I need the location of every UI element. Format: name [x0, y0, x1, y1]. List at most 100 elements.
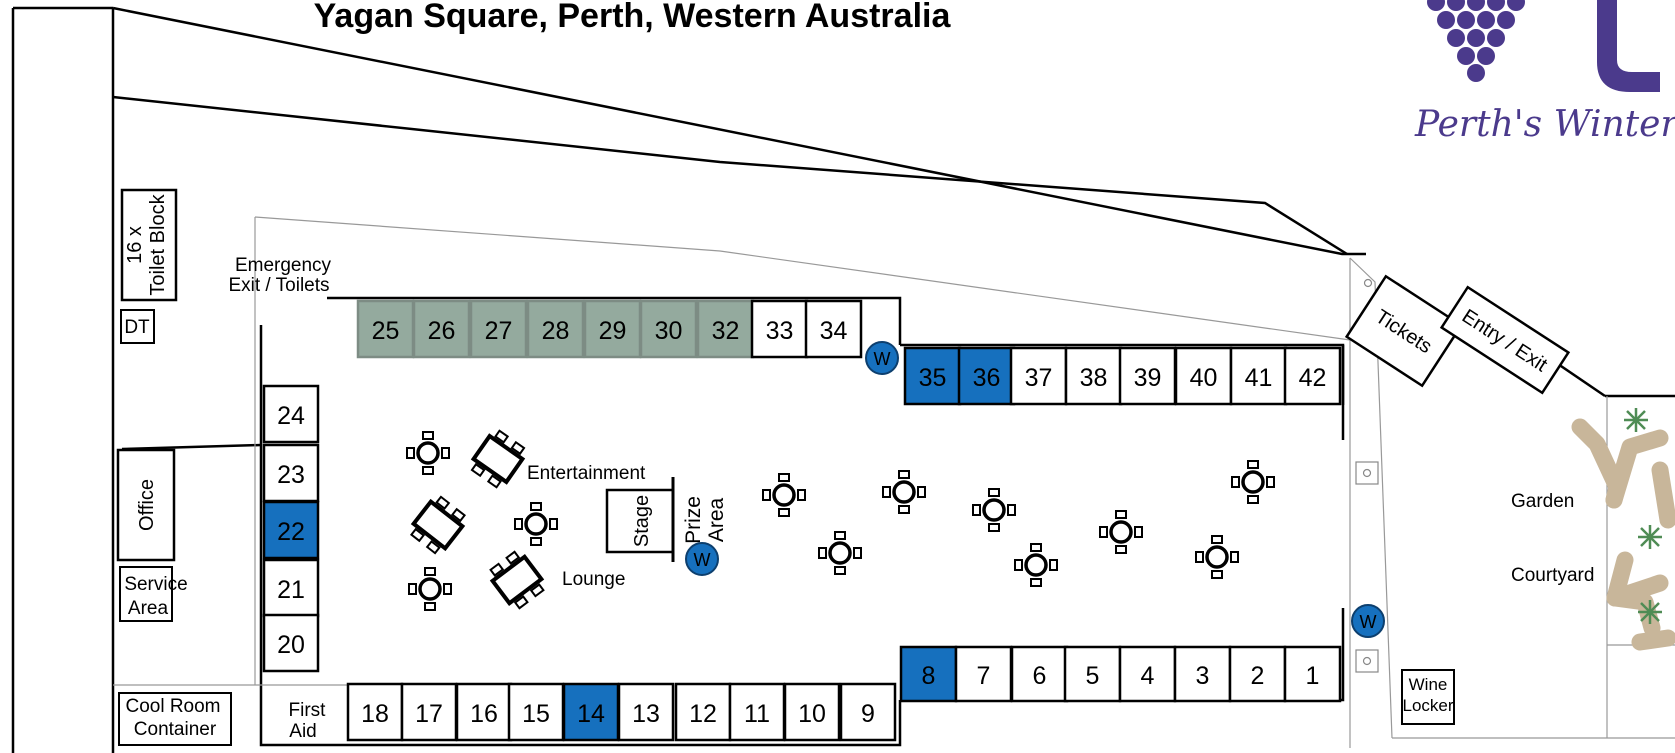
- stall-number: 39: [1134, 364, 1162, 392]
- office: Office: [116, 448, 176, 562]
- stall-number: 21: [277, 576, 305, 604]
- site-thin-lines: [113, 216, 1675, 748]
- courtyard-label: Courtyard: [1511, 565, 1594, 586]
- stall-number: 15: [522, 700, 550, 728]
- toilet-block-label-2: Toilet Block: [147, 193, 169, 295]
- palm-icon: [1624, 408, 1662, 624]
- stall-box: [583, 299, 642, 359]
- stall-box: [750, 299, 809, 359]
- round-table-icon: [1014, 543, 1058, 587]
- emergency-exit-label: Emergency Exit / Toilets: [228, 255, 331, 296]
- prize-area-label-2: Area: [705, 498, 728, 543]
- toilet-block-label-1: 16 x: [124, 226, 146, 264]
- stall-number: 40: [1190, 364, 1218, 392]
- stall-number: 14: [577, 700, 605, 728]
- water-station: W: [865, 341, 899, 375]
- stage: Stage: [605, 477, 675, 562]
- service-area: Service Area: [119, 566, 188, 622]
- wine-locker-label-2: Locker: [1402, 696, 1453, 715]
- stall-1: 1: [1283, 645, 1342, 703]
- map-title: Yagan Square, Perth, Western Australia: [314, 0, 952, 35]
- service-area-label-1: Service: [124, 574, 187, 595]
- stall-number: 10: [798, 700, 826, 728]
- lounge-label: Lounge: [562, 569, 625, 590]
- stall-38: 38: [1064, 346, 1123, 406]
- stall-number: 9: [861, 700, 875, 728]
- toilet-block: 16 x Toilet Block: [120, 188, 178, 302]
- stall-number: 23: [277, 461, 305, 489]
- stall-24: 24: [262, 384, 320, 444]
- stall-box: [1118, 645, 1177, 703]
- stall-box: [1229, 346, 1288, 406]
- stall-2: 2: [1228, 645, 1287, 703]
- lounge-tables: [410, 429, 545, 610]
- stall-32: 32: [696, 299, 755, 359]
- stall-20: 20: [262, 613, 320, 673]
- stall-box: [455, 682, 513, 742]
- stall-box: [262, 384, 320, 444]
- stall-9: 9: [839, 682, 897, 742]
- stall-number: 17: [415, 700, 443, 728]
- lounge-table-icon: [489, 550, 545, 610]
- stall-16: 16: [455, 682, 513, 742]
- stall-box: [1009, 346, 1068, 406]
- stall-3: 3: [1173, 645, 1232, 703]
- stall-17: 17: [400, 682, 458, 742]
- stall-23: 23: [262, 443, 320, 503]
- round-table-icon: [408, 567, 452, 611]
- stall-box: [469, 299, 528, 359]
- stall-11: 11: [728, 682, 786, 742]
- grapes-icon: [1427, 0, 1525, 82]
- emergency-label-1: Emergency: [235, 255, 332, 276]
- stall-12: 12: [674, 682, 732, 742]
- stall-box: [1283, 346, 1342, 406]
- stall-number: 24: [277, 402, 305, 430]
- round-table-icon: [882, 470, 926, 514]
- office-label: Office: [136, 479, 158, 531]
- stall-34: 34: [804, 299, 863, 359]
- stall-box: [783, 682, 841, 742]
- stall-number: 18: [361, 700, 389, 728]
- stall-number: 38: [1080, 364, 1108, 392]
- wine-locker-label-1: Wine: [1409, 675, 1448, 694]
- round-table-icon: [1195, 535, 1239, 579]
- logo-tagline: Perth's Winter: [1414, 104, 1675, 145]
- stall-30: 30: [639, 299, 698, 359]
- garden-paths: [1571, 418, 1675, 651]
- round-table-icon: [972, 488, 1016, 532]
- emergency-label-2: Exit / Toilets: [228, 275, 329, 296]
- stall-number: 16: [470, 700, 498, 728]
- cool-room-label-2: Container: [134, 719, 217, 740]
- cool-room-container: Cool Room Container: [118, 692, 232, 746]
- prize-area-label-1: Prize: [682, 496, 705, 544]
- stall-10: 10: [783, 682, 841, 742]
- wine-locker: Wine Locker: [1401, 669, 1455, 725]
- tickets-booth: Tickets: [1344, 274, 1464, 388]
- round-table-icon: [514, 502, 558, 546]
- garden-label: Garden: [1511, 491, 1574, 512]
- stall-21: 21: [262, 558, 320, 618]
- stall-box: [262, 443, 320, 503]
- stall-box: [1010, 645, 1069, 703]
- stall-14: 14: [562, 682, 620, 742]
- round-tables: [406, 431, 1275, 611]
- stall-5: 5: [1063, 645, 1122, 703]
- stall-37: 37: [1009, 346, 1068, 406]
- lounge-table-icon: [470, 429, 526, 489]
- stall-number: 11: [744, 700, 770, 728]
- stall-41: 41: [1229, 346, 1288, 406]
- stall-box: [507, 682, 565, 742]
- stall-number: 5: [1086, 662, 1100, 690]
- stall-number: 34: [820, 317, 848, 345]
- water-label: W: [874, 349, 891, 369]
- stall-number: 29: [599, 317, 627, 345]
- stall-number: 25: [372, 317, 400, 345]
- stall-42: 42: [1283, 346, 1342, 406]
- stall-box: [356, 299, 415, 359]
- water-station: W: [685, 542, 719, 576]
- stall-number: 41: [1245, 364, 1273, 392]
- stall-number: 22: [277, 518, 305, 546]
- stall-box: [639, 299, 698, 359]
- stall-number: 37: [1025, 364, 1053, 392]
